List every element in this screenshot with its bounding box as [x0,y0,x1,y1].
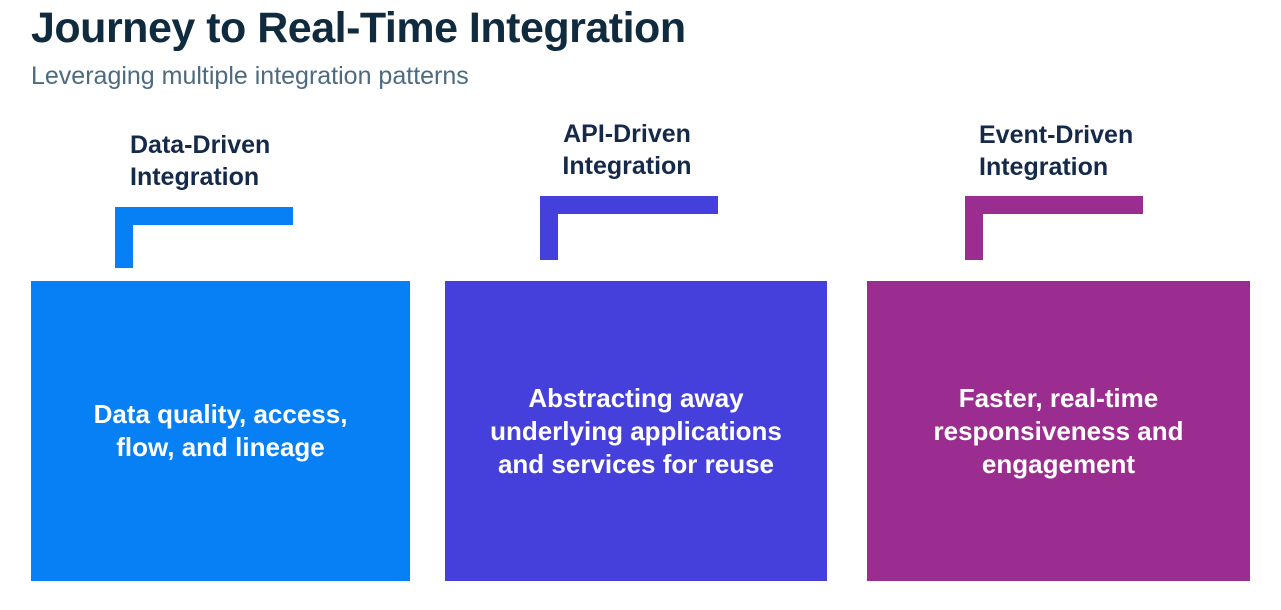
connector-bracket-data-driven [115,207,293,268]
column-label-data-driven: Data-Driven Integration [130,131,271,191]
connector-bracket-api-driven [540,196,718,260]
description-text-event-driven: Faster, real-time responsiveness and eng… [933,382,1184,479]
description-box-event-driven: Faster, real-time responsiveness and eng… [867,281,1250,581]
description-box-api-driven: Abstracting away underlying applications… [445,281,827,581]
description-text-api-driven: Abstracting away underlying applications… [490,382,782,479]
page-subtitle: Leveraging multiple integration patterns [31,62,469,90]
description-box-data-driven: Data quality, access, flow, and lineage [31,281,410,581]
description-text-data-driven: Data quality, access, flow, and lineage [93,399,348,462]
column-label-event-driven: Event-Driven Integration [979,121,1134,181]
page-title: Journey to Real-Time Integration [31,4,686,52]
column-label-api-driven: API-Driven Integration [562,120,692,180]
connector-bracket-event-driven [965,196,1143,260]
